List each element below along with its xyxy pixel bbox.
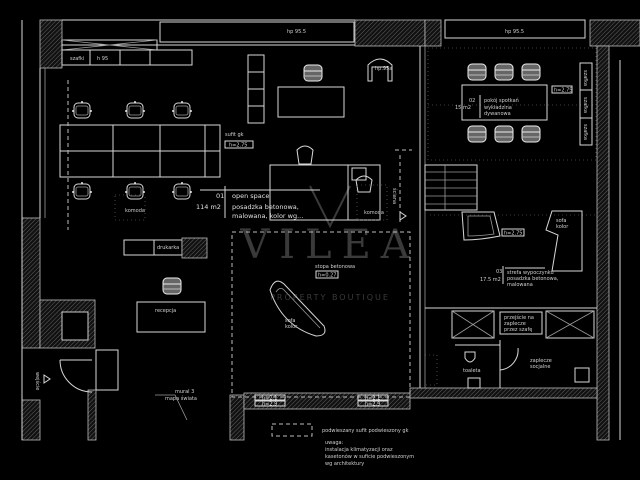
legend-ceiling-text: podwieszany sufit podwieszony gk [322, 428, 409, 434]
legend: podwieszany sufit podwieszony gk uwaga: … [271, 423, 414, 467]
kitchen-label: zaplecze [530, 358, 552, 364]
lounge-sofa1-text: sofa [556, 218, 567, 224]
ceiling-left-height: h=2.75 [229, 143, 248, 149]
legend-note2-text: kasetonów w suficie podwieszonym [325, 453, 414, 460]
legend-note3-text: wg architektury [325, 461, 364, 467]
meeting-room-name-text: pokój spotkań [484, 97, 519, 104]
beam-right-h2-text: h=2.9 [365, 402, 380, 408]
reception-label: recepcja [155, 308, 176, 314]
legend-note1-text: instalacja klimatyzacji oraz [325, 447, 393, 453]
ceiling-left-label: sufit gk [225, 132, 244, 138]
wall-note: ściana [391, 188, 398, 204]
lounge-area-text: 17.5 m2 [480, 277, 501, 283]
lounge: h=2.75 sofa kolor 03 strefa wypoczynku 1… [430, 210, 596, 288]
storage-s2-text: szafka [582, 97, 588, 113]
sofa-main-label: sofa [285, 318, 296, 324]
lounge-floor2-text: malowana [507, 282, 533, 288]
height-top-right: hp 95.5 [505, 29, 524, 35]
storage-s1-text: szafka [582, 70, 588, 86]
lounge-number-text: 03 [496, 269, 502, 275]
watermark-logo: VILEA [239, 222, 419, 268]
beam-right-h1-text: h=2.1 [365, 396, 380, 402]
meeting-room-number-text: 02 [469, 98, 475, 104]
lounge-floor1-text: posadzka betonowa, [507, 276, 559, 282]
beam-left-h2-text: h=2.9 [262, 402, 277, 408]
concrete-step-label: stopa betonowa [315, 264, 355, 270]
open-space-area-text: 114 m2 [196, 203, 221, 211]
watermark-emblem [309, 185, 351, 229]
meeting-room: hp 95.5 02 pokój spotkań 15 m2 wykładzin… [427, 19, 597, 161]
cabinets: szafki h 95 hp 95.5 [61, 21, 355, 124]
mural-label: mural 3 [175, 389, 194, 395]
office-desk: hp.95a komoda [269, 58, 412, 225]
meeting-room-floor1-text: wykładzina [484, 105, 512, 111]
chair-height: hp.95a [375, 66, 392, 72]
passage-line1-text: przejście na [504, 314, 534, 321]
open-space-name-text: open space [232, 192, 269, 200]
toilet-label: toaleta [463, 368, 481, 374]
concrete-step-height: h=0.27 [318, 273, 337, 279]
dresser-left-label: komoda [125, 208, 145, 214]
open-space-floor2-text: malowana, kolor wg... [232, 212, 303, 220]
entrance-label: wejście [34, 372, 41, 390]
stairs [424, 164, 478, 211]
height-top-left: hp 95.5 [287, 29, 306, 35]
beam-left-h1-text: h=2.1 [262, 396, 277, 402]
passage-line2-text: zaplecze [504, 321, 526, 327]
open-space-number-text: 01 [216, 192, 224, 200]
storage-s3-text: szafka [582, 124, 588, 140]
kitchen-line2-text: socjalne [530, 364, 551, 370]
passage-line3-text: przez szafę [504, 327, 532, 333]
entrance-door: wejście [34, 359, 93, 393]
legend-note-title-text: uwaga: [325, 440, 344, 446]
room-label-open-space: 01 open space 114 m2 posadzka betonowa, … [196, 186, 320, 220]
watermark-tagline: PROPERTY BOUTIQUE [270, 293, 390, 302]
lounge-height-text: h=2.75 [504, 231, 523, 237]
cabinets-label: szafki [70, 56, 84, 62]
sofa-main [269, 280, 326, 337]
lounge-name-text: strefa wypoczynku [507, 270, 554, 276]
walls [21, 19, 640, 441]
mural-desc: mapa świata [165, 395, 197, 402]
printer-label: drukarka [157, 245, 179, 251]
beam-heights: h=2.1 h=2.9 h=2.1 h=2.9 [254, 394, 389, 408]
meeting-room-area-text: 15 m2 [455, 105, 471, 111]
lounge-sofa2-text: kolor [556, 224, 569, 230]
suspended-ceiling-zone [231, 231, 411, 398]
dresser-right-label: komoda [364, 210, 384, 216]
open-space-floor1-text: posadzka betonowa, [232, 203, 299, 211]
sofa-main-color: kolor [285, 324, 298, 330]
desk-cluster: komoda [59, 80, 221, 230]
reception: drukarka recepcja [95, 237, 208, 391]
meeting-room-height-text: h=2.75 [554, 88, 573, 94]
service-area: przejście na zaplecze przez szafę toalet… [424, 307, 597, 389]
cabinets-height: h 95 [97, 56, 108, 62]
meeting-room-floor2-text: dywanowa [484, 111, 511, 117]
